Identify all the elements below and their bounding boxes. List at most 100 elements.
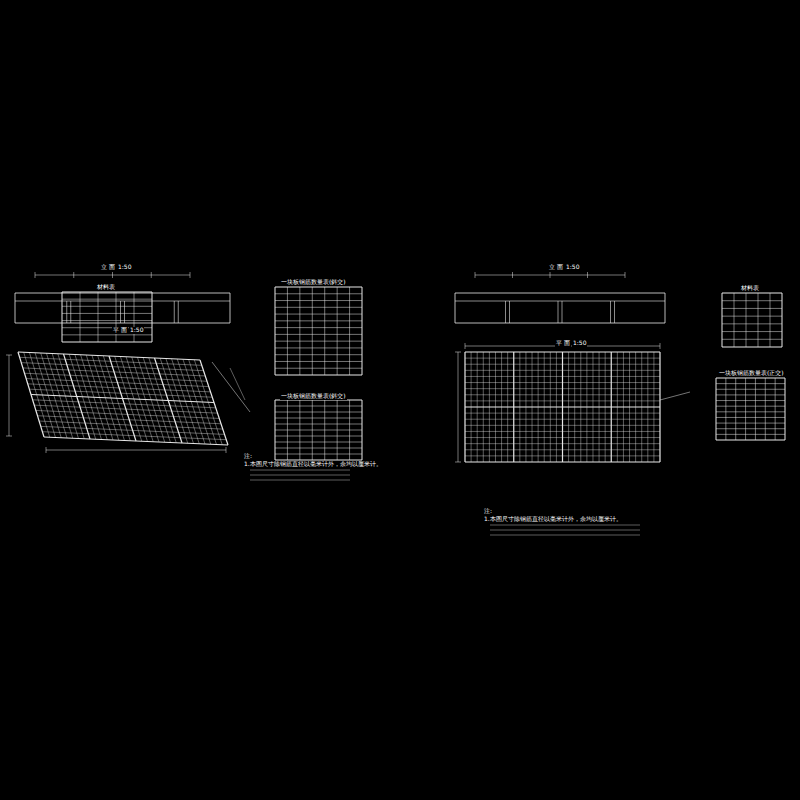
line [62, 292, 152, 293]
line [80, 292, 81, 342]
line [349, 287, 350, 375]
line [758, 293, 759, 347]
line [212, 362, 250, 412]
line [465, 406, 660, 407]
line [275, 436, 362, 437]
line [41, 426, 225, 434]
line [550, 272, 551, 278]
drawing-label: 注: [243, 453, 253, 460]
line [465, 358, 660, 359]
line [716, 406, 785, 407]
line [465, 382, 660, 383]
line [21, 363, 203, 371]
line [287, 287, 288, 375]
line [465, 437, 660, 438]
line [62, 313, 152, 314]
line [15, 301, 230, 302]
line [275, 293, 362, 294]
line [275, 406, 362, 407]
drawing-label: 1:50 [129, 327, 144, 334]
line [15, 323, 230, 324]
line [755, 378, 756, 440]
line [178, 301, 179, 323]
line [44, 437, 228, 445]
line [275, 448, 362, 449]
line [610, 301, 611, 323]
line [465, 364, 660, 365]
line [465, 431, 660, 432]
line [660, 392, 690, 400]
line [134, 292, 135, 342]
line [151, 272, 152, 278]
line [324, 287, 325, 375]
line [250, 480, 350, 481]
line [275, 320, 362, 321]
line [775, 378, 776, 440]
line [362, 287, 363, 375]
line [39, 421, 223, 429]
line [28, 384, 211, 392]
line [62, 292, 63, 342]
line [745, 378, 746, 440]
line [62, 306, 152, 307]
line [734, 293, 735, 347]
line [275, 334, 362, 335]
line [490, 530, 640, 531]
line [275, 327, 362, 328]
line [455, 352, 461, 353]
line [23, 368, 205, 376]
drawing-label: 1:50 [565, 264, 580, 271]
line [722, 316, 782, 317]
line [722, 293, 782, 294]
line [722, 323, 782, 324]
line [275, 287, 362, 288]
line [722, 339, 782, 340]
line [299, 287, 300, 375]
line [465, 394, 660, 395]
line [716, 378, 785, 379]
line [275, 424, 362, 425]
line [26, 379, 209, 387]
line [716, 434, 785, 435]
line-work [6, 272, 785, 535]
line [716, 417, 785, 418]
line [770, 293, 771, 347]
drawing-label: 材料表 [96, 284, 116, 291]
line [465, 370, 660, 371]
line [722, 293, 723, 347]
line [716, 400, 785, 401]
line [62, 320, 152, 321]
line [716, 394, 785, 395]
line [665, 293, 666, 323]
line [625, 272, 626, 278]
line [25, 373, 208, 381]
line [174, 301, 175, 323]
drawing-label: 立 面 [548, 264, 564, 271]
line [455, 323, 665, 324]
line [558, 301, 559, 323]
line [275, 454, 362, 455]
line [34, 405, 217, 413]
line [512, 272, 513, 278]
line [765, 378, 766, 440]
line [62, 342, 152, 343]
line [112, 272, 113, 278]
line [275, 300, 362, 301]
line [746, 293, 747, 347]
line [31, 395, 214, 403]
line [275, 347, 362, 348]
line [716, 428, 785, 429]
line [36, 410, 219, 418]
drawing-label: 1:50 [117, 264, 132, 271]
line [275, 368, 362, 369]
line [785, 378, 786, 440]
line [465, 449, 660, 450]
line [465, 351, 660, 352]
drawing-label: 一块板钢筋数量表(正交) [718, 370, 785, 377]
line [46, 450, 226, 451]
line [275, 375, 362, 376]
drawing-label: 材料表 [740, 285, 760, 292]
line [62, 334, 152, 335]
line [275, 418, 362, 419]
